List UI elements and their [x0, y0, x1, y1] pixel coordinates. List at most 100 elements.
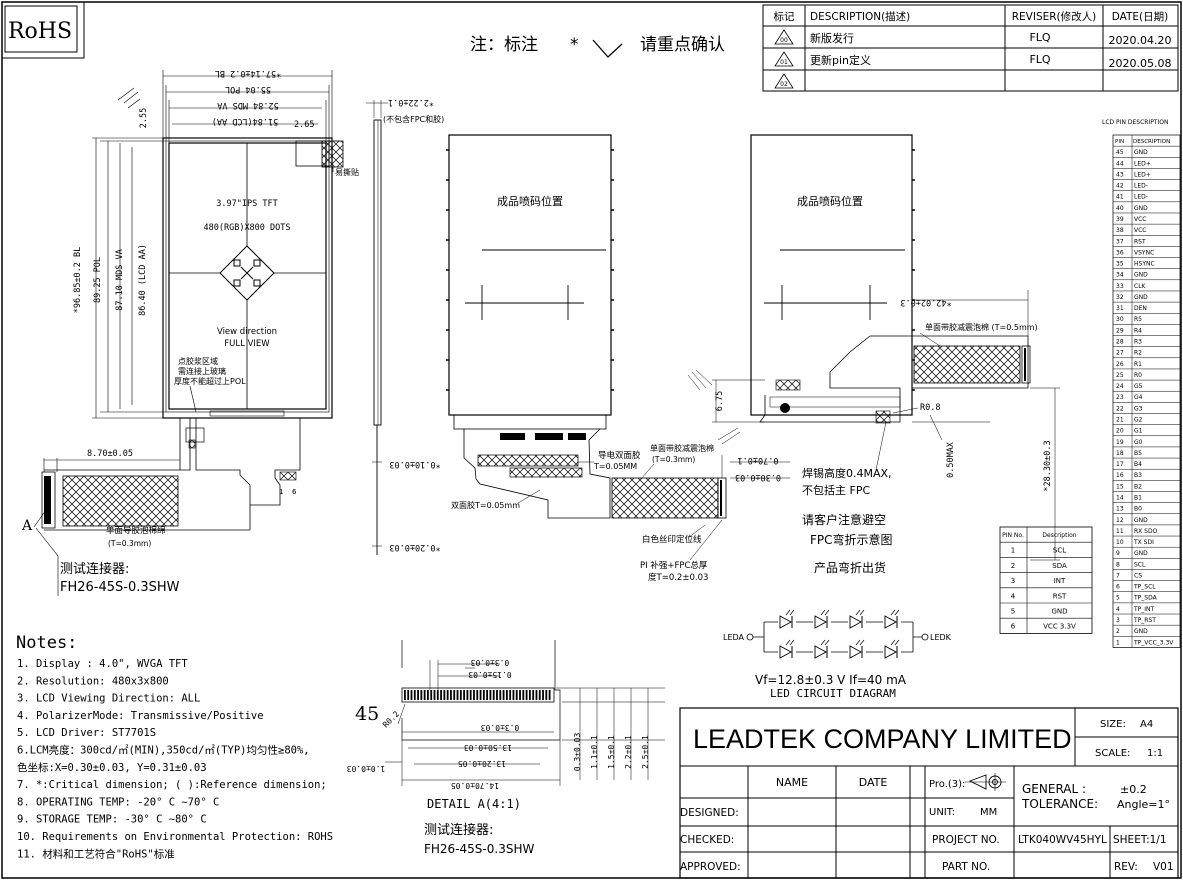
- connector-pin: [453, 690, 456, 700]
- connector-pin: [502, 690, 505, 700]
- connector-pin: [417, 690, 419, 700]
- lcd-pin-number: 29: [1116, 327, 1124, 334]
- rev-desc: 新版发行: [810, 31, 854, 45]
- connector-pin: [499, 690, 502, 700]
- note-item: 9. STORAGE TEMP: -30° C ~80° C: [17, 814, 207, 826]
- back-1-marking-label: 成品喷码位置: [497, 194, 563, 208]
- led-diode-icon: [883, 639, 901, 659]
- tb-tol-value: ±0.2: [1120, 783, 1147, 796]
- tp-pin-desc: GND: [1051, 608, 1067, 616]
- detail-right-dimensions: 0.3±0.03 1.1±0.1 1.5±0.1 2.2±0.1 2.5±0.1: [556, 687, 665, 780]
- dispense-note-1: 点胶浆区域: [178, 356, 218, 366]
- lcd-pin-number: 20: [1116, 428, 1124, 435]
- front-left-dimensions: *96.85±0.2 BL 89.25 POL 87.10 MDS VA 86.…: [73, 137, 166, 419]
- connector-pin: [463, 690, 466, 700]
- dim-va-height: 87.10 MDS VA: [115, 249, 125, 310]
- detail-dim-r5: 2.5±0.1: [641, 735, 650, 769]
- detail-pin-count: 45: [355, 703, 379, 725]
- dim-fpc-thickness-1: *0.10±0.03: [389, 459, 440, 469]
- revision-table: 标记 DESCRIPTION(描述) REVISER(修改人) DATE(日期)…: [762, 4, 1179, 92]
- view-full-label: FULL VIEW: [224, 339, 270, 349]
- lcd-pin-desc: TP_RST: [1133, 617, 1156, 624]
- connector-pin: [509, 690, 512, 700]
- lcd-pin-number: 34: [1116, 272, 1124, 279]
- lcd-pin-desc: R4: [1134, 327, 1142, 334]
- note-prefix: 注：标注: [470, 35, 538, 55]
- rev-header-date: DATE(日期): [1112, 11, 1169, 23]
- lcd-pin-desc: B1: [1134, 494, 1142, 501]
- rev-mark: 01: [780, 59, 788, 66]
- lcd-pin-number: 42: [1116, 183, 1124, 190]
- tb-designed: DESIGNED:: [680, 807, 739, 819]
- connector-pin: [427, 690, 429, 700]
- tb-project-no: PROJECT NO.: [932, 834, 1000, 846]
- connector-pin: [545, 690, 548, 700]
- lcd-pin-desc: LED+: [1134, 160, 1151, 167]
- fpc-pin-1: 1: [279, 488, 283, 496]
- rev-header-mark: 标记: [774, 11, 795, 23]
- lcd-pin-desc: B5: [1134, 450, 1142, 457]
- connector-pin: [443, 690, 446, 700]
- lcd-pin-desc: RST: [1134, 238, 1146, 245]
- lcd-pin-number: 39: [1116, 216, 1124, 223]
- back-2-marking-label: 成品喷码位置: [797, 194, 863, 208]
- connector-pin: [423, 690, 426, 700]
- led-diode-icon: [813, 609, 831, 629]
- view-direction-cross-icon: [219, 245, 275, 301]
- led-diode-icon: [813, 639, 831, 659]
- connector-pin: [407, 690, 410, 700]
- lcd-pin-number: 6: [1116, 584, 1120, 591]
- lcd-pin-desc: B2: [1134, 483, 1142, 490]
- lcd-pin-desc: B0: [1134, 506, 1142, 513]
- connector-pin: [469, 690, 472, 700]
- pol-outline: [165, 140, 330, 413]
- led-diode-icon: [848, 639, 866, 659]
- rohs-stamp: RoHS: [1, 1, 85, 59]
- lcd-pin-number: 19: [1116, 439, 1124, 446]
- note-banner: 注：标注 * 请重点确认: [470, 35, 725, 58]
- lcd-pin-desc: R0: [1134, 372, 1142, 379]
- lcd-pin-desc: GND: [1134, 205, 1148, 212]
- view-direction-label: View direction: [217, 327, 277, 337]
- connector-pin: [466, 690, 469, 700]
- led-diode-icon: [778, 639, 796, 659]
- tp-pin-number: 3: [1011, 577, 1015, 585]
- lcd-pin-number: 37: [1116, 238, 1124, 245]
- led-diode-icon: [848, 609, 866, 629]
- lcd-pin-number: 4: [1116, 606, 1120, 613]
- lcd-pin-number: 21: [1116, 417, 1124, 424]
- note-item: 色坐标:X=0.30±0.03, Y=0.31±0.03: [17, 761, 207, 774]
- back-2-foam-label: 单面带胶减震泡棉 (T=0.5mm): [925, 322, 1038, 332]
- lcd-pin-number: 35: [1116, 261, 1124, 268]
- rev-reviser: FLQ: [1029, 31, 1050, 44]
- lcd-pin-desc: G3: [1134, 405, 1143, 412]
- pi-stiffener-label-2: 度T=0.2±0.03: [648, 572, 708, 583]
- lcd-pin-number: 5: [1116, 595, 1120, 602]
- dim-va-width: 52.84 MDS VA: [217, 100, 278, 110]
- detail-dim-pitch: 0.3±0.03: [471, 658, 510, 667]
- connector-pin: [433, 690, 436, 700]
- lcd-pin-desc: G1: [1134, 428, 1143, 435]
- foam-label: 单面带胶减震泡棉: [650, 443, 714, 453]
- connector-a-label: A: [21, 518, 33, 534]
- tp-header-desc: Description: [1042, 532, 1076, 539]
- detail-a: 45 0.3±0.03 0.15±0.03 0.3±0.03 13.50±0.0…: [347, 640, 665, 856]
- lcd-pin-desc: LED-: [1134, 183, 1148, 190]
- connector-pin: [446, 690, 449, 700]
- detail-dim-13-50: 13.50±0.03: [464, 743, 512, 752]
- back-1-fpc: [463, 428, 611, 519]
- note-item: 8. OPERATING TEMP: -20° C ~70° C: [17, 796, 219, 808]
- lcd-pin-desc: TP_INT: [1133, 606, 1155, 613]
- lcd-pin-number: 11: [1116, 528, 1124, 535]
- third-angle-projection-icon: [965, 773, 1006, 791]
- lcd-pin-desc: CLK: [1134, 283, 1147, 290]
- bl-outline: [162, 137, 333, 419]
- dim-2-65: 2.65: [294, 120, 314, 130]
- lcd-pin-desc: R2: [1134, 350, 1142, 357]
- connector-pin: [420, 690, 423, 700]
- note-item: 6.LCM亮度：300cd/㎡(MIN),350cd/㎡(TYP)均匀性≥80%…: [17, 744, 310, 757]
